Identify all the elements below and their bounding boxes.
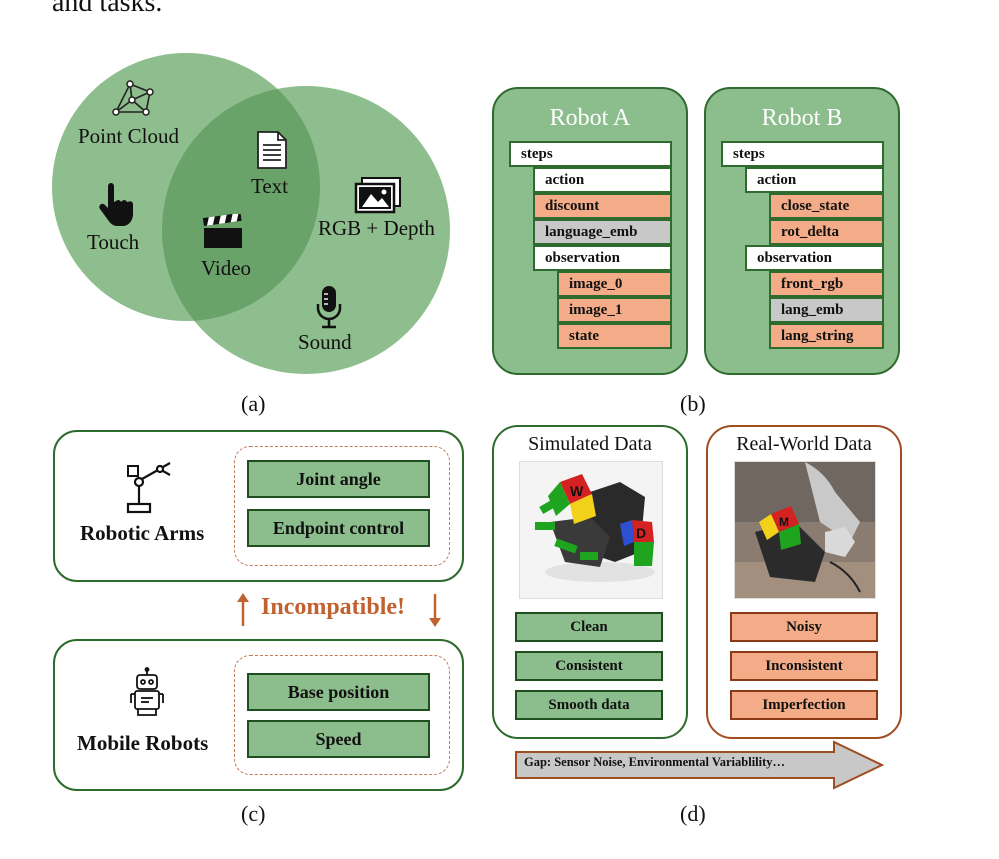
gap-arrow [515,740,885,790]
robot-a-row: action [533,167,672,193]
real-item-inconsistent: Inconsistent [730,651,878,681]
robot-a-row: state [557,323,672,349]
robot-a-row: observation [533,245,672,271]
robot-a-row: image_1 [557,297,672,323]
sim-item-smooth: Smooth data [515,690,663,720]
mobile-robot-icon [130,667,164,716]
label-robotic-arms: Robotic Arms [80,521,205,545]
arrow-up-icon [237,593,249,626]
label-video: Video [201,256,252,280]
robotic-arms-box: Joint angle Endpoint control [53,430,464,582]
touch-icon [99,183,133,226]
robot-b-row: front_rgb [769,271,884,297]
robot-b-row: close_state [769,193,884,219]
label-text: Text [251,174,289,198]
label-point-cloud: Point Cloud [78,124,179,148]
svg-text:M: M [779,515,789,529]
mobile-robots-actions: Base position Speed [234,655,450,775]
robot-b-row: action [745,167,884,193]
clapperboard-icon [202,214,242,248]
caption-d: (d) [680,801,706,826]
document-icon [257,131,287,169]
real-item-imperfection: Imperfection [730,690,878,720]
robot-a-panel: Robot A steps action discount language_e… [492,87,688,375]
sim-item-consistent: Consistent [515,651,663,681]
action-joint-angle: Joint angle [247,460,430,498]
label-touch: Touch [87,230,140,254]
action-endpoint-control: Endpoint control [247,509,430,547]
real-item-noisy: Noisy [730,612,878,642]
robot-b-row: lang_emb [769,297,884,323]
svg-text:D: D [636,525,646,541]
caption-b: (b) [680,391,706,416]
robotic-arms-actions: Joint angle Endpoint control [234,446,450,566]
arrow-down-icon [429,594,441,627]
action-speed: Speed [247,720,430,758]
sim-item-clean: Clean [515,612,663,642]
robot-b-row: steps [721,141,884,167]
label-mobile-robots: Mobile Robots [77,731,209,755]
microphone-icon [316,286,342,329]
robot-a-row: steps [509,141,672,167]
caption-c: (c) [241,801,266,826]
real-world-data-box: Real-World Data M Noisy Inconsistent Imp… [706,425,902,739]
caption-a: (a) [241,391,266,416]
robot-b-row: observation [745,245,884,271]
robot-b-title: Robot B [761,105,843,131]
robot-a-title: Robot A [549,105,631,131]
point-cloud-icon [112,80,154,116]
simulated-data-title: Simulated Data [528,433,652,455]
action-base-position: Base position [247,673,430,711]
venn-overlap [162,86,320,321]
svg-text:W: W [570,483,584,499]
robot-b-row: lang_string [769,323,884,349]
gap-label: Gap: Sensor Noise, Environmental Variabl… [524,755,786,769]
real-world-data-title: Real-World Data [736,433,872,455]
robot-a-row: image_0 [557,271,672,297]
label-rgb-depth: RGB + Depth [318,216,435,240]
simulated-data-box: Simulated Data W D Clean Consistent Smoo… [492,425,688,739]
robot-arm-icon [126,462,171,514]
robot-a-row: discount [533,193,672,219]
robot-b-panel: Robot B steps action close_state rot_del… [704,87,900,375]
image-stack-icon [354,177,401,214]
incompatible-label: Incompatible! [261,594,405,620]
real-world-scene-image: M [734,461,876,599]
mobile-robots-box: Base position Speed [53,639,464,791]
robot-a-row: language_emb [533,219,672,245]
simulated-scene-image: W D [519,461,663,599]
label-sound: Sound [298,330,352,354]
top-text: and tasks. [52,0,163,18]
robot-b-row: rot_delta [769,219,884,245]
